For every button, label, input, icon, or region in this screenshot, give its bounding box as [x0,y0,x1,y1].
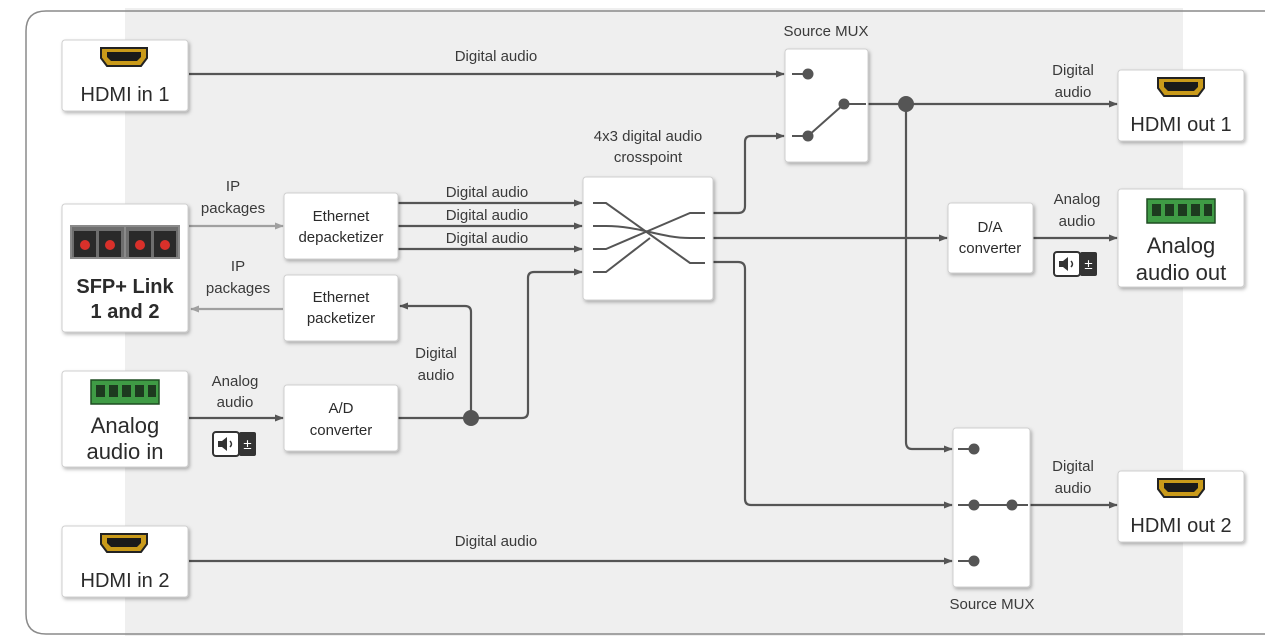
crosspoint-label-line2: crosspoint [614,149,683,166]
terminal-block-icon [1146,198,1216,224]
analog-in-line-label-2: audio [217,394,254,411]
depacketizer-out-label-1: Digital audio [446,184,529,201]
source-mux-top [784,48,869,163]
packetizer-label-line2: packetizer [307,310,375,327]
packetizer-in-label-1: Digital [415,345,457,362]
source-mux-bottom [952,427,1031,588]
sfp-link-port: SFP+ Link 1 and 2 [61,203,189,333]
crosspoint-routing-lines [593,202,705,273]
hdmi-out-1-port: HDMI out 1 [1117,69,1245,142]
ad-converter-label-line1: A/D [328,400,353,417]
da-converter-block: D/A converter [947,202,1034,274]
depacketizer-out-label-2: Digital audio [446,207,529,224]
ethernet-packetizer-block: Ethernet packetizer [283,274,399,342]
hdmi-out-2-label: HDMI out 2 [1130,515,1231,537]
analog-in-label-line2: audio in [86,439,163,464]
analog-out-line-label-1: Analog [1054,191,1101,208]
hdmi-connector-icon [100,47,148,67]
analog-in-label-line1: Analog [91,413,160,438]
analog-out-label-line1: Analog [1147,233,1216,258]
volume-adjust-icon: ± [212,431,256,457]
ip-in-label-line1: IP [226,178,240,195]
hdmi-in-1-label: HDMI in 1 [81,84,170,106]
source-mux-top-label: Source MUX [783,23,868,40]
ad-converter-label-line2: converter [310,422,373,439]
ip-out-label-line2: packages [206,280,270,297]
hdmi-connector-icon [1157,77,1205,97]
hdmi-out-1-label: HDMI out 1 [1130,114,1231,136]
hdmi-in-2-label: HDMI in 2 [81,570,170,592]
da-converter-label-line1: D/A [977,219,1002,236]
crosspoint-matrix [582,176,714,301]
hdmi-out-2-port: HDMI out 2 [1117,470,1245,543]
hdmi-in-2-port: HDMI in 2 [61,525,189,598]
analog-out-label-line2: audio out [1136,260,1227,285]
hdmi-out-1-line-label-2: audio [1055,84,1092,101]
hdmi-out-1-line-label-1: Digital [1052,62,1094,79]
background-panel [25,8,1265,636]
sfp-cage-icon [70,225,180,259]
analog-audio-in-port: Analog audio in [61,370,189,468]
ethernet-depacketizer-block: Ethernet depacketizer [283,192,399,260]
hdmi-out-2-line-label-1: Digital [1052,458,1094,475]
hdmi-in-1-port: HDMI in 1 [61,39,189,112]
analog-out-line-label-2: audio [1059,213,1096,230]
svg-text:±: ± [243,436,251,453]
hdmi-out-2-line-label-2: audio [1055,480,1092,497]
depacketizer-out-label-3: Digital audio [446,230,529,247]
da-converter-label-line2: converter [959,240,1022,257]
junction-dots [463,96,914,426]
sfp-label-line1: SFP+ Link [76,276,174,298]
analog-audio-out-port: Analog audio out [1117,188,1245,288]
depacketizer-label-line1: Ethernet [313,208,371,225]
hdmi-in-2-line-label: Digital audio [455,533,538,550]
sfp-label-line2: 1 and 2 [91,301,160,323]
source-mux-bottom-label: Source MUX [949,596,1034,613]
volume-adjust-icon: ± [1053,251,1097,277]
mux-switch-symbol [792,68,866,142]
crosspoint-label-line1: 4x3 digital audio [594,128,702,145]
ip-in-label-line2: packages [201,200,265,217]
ip-lines [189,222,284,313]
ip-out-label-line1: IP [231,258,245,275]
terminal-block-icon [90,379,160,405]
ad-converter-block: A/D converter [283,384,399,452]
hdmi-in-1-line-label: Digital audio [455,48,538,65]
mux-switch-symbol [958,443,1028,567]
signal-lines [189,70,1118,565]
hdmi-connector-icon [100,533,148,553]
hdmi-connector-icon [1157,478,1205,498]
packetizer-in-label-2: audio [418,367,455,384]
analog-in-line-label-1: Analog [212,373,259,390]
svg-text:±: ± [1084,256,1092,273]
depacketizer-label-line2: depacketizer [298,229,383,246]
packetizer-label-line1: Ethernet [313,289,371,306]
